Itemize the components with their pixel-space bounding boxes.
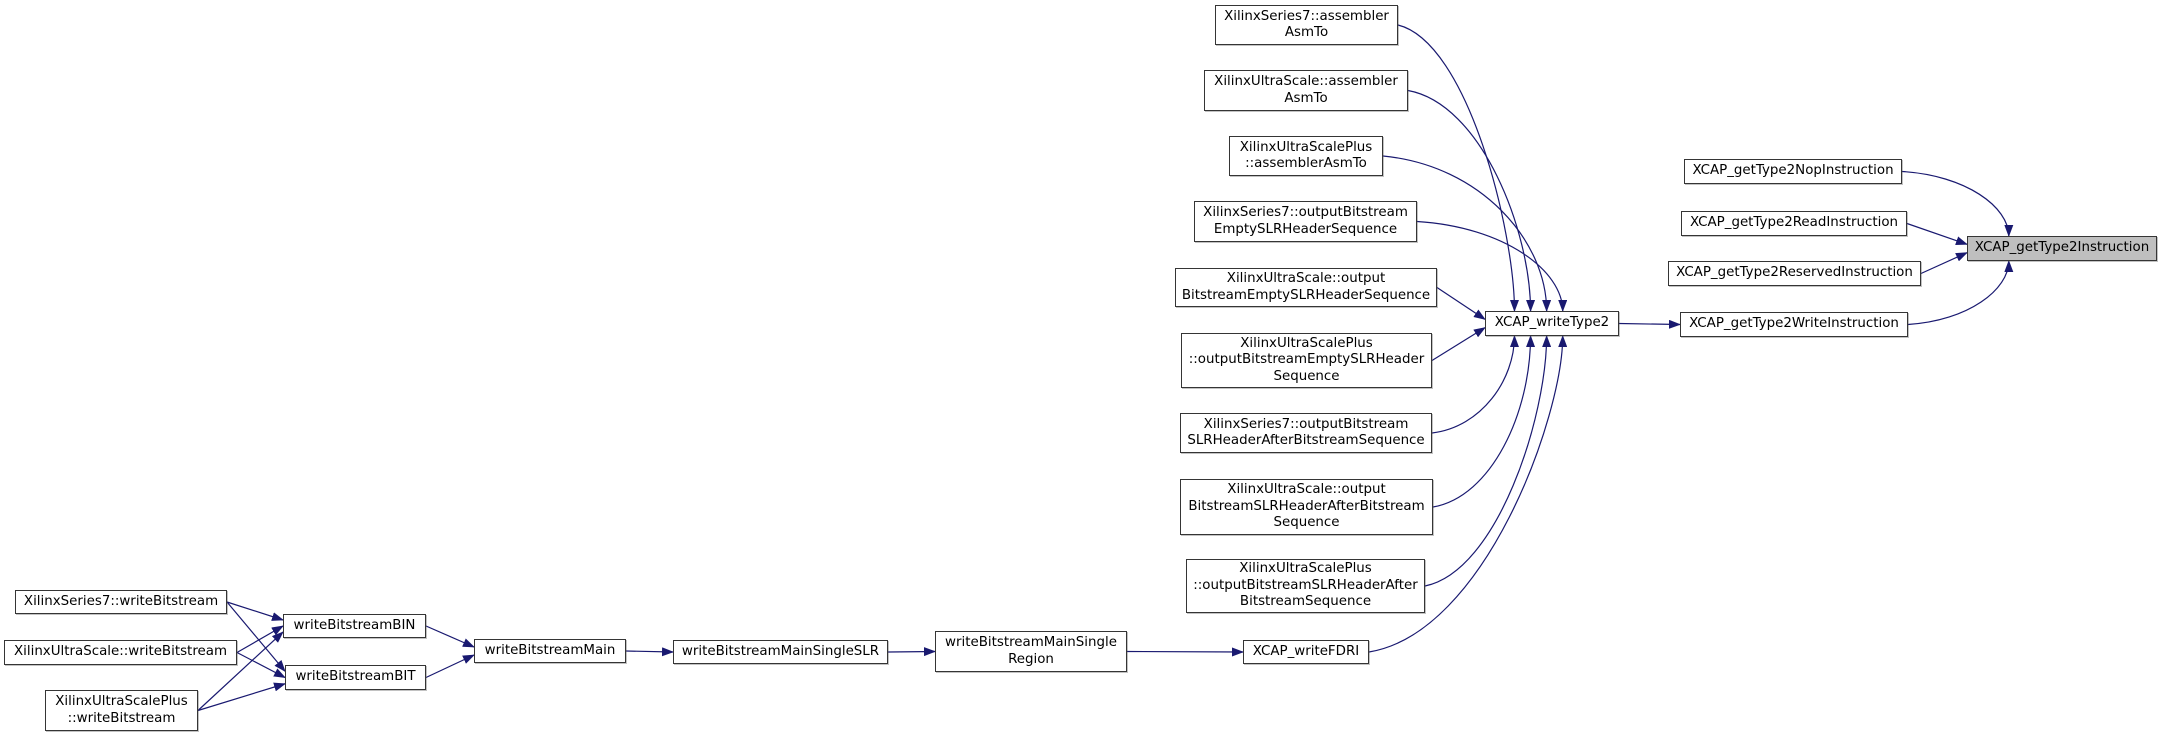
node-label-line: XCAP_getType2ReadInstruction — [1689, 215, 1899, 231]
edge-series7-writeBitstream-to-writeBitstreamBIT — [226, 601, 286, 673]
node-label-line: BitstreamEmptySLRHeaderSequence — [1181, 287, 1431, 303]
node-label-line: EmptySLRHeaderSequence — [1213, 221, 1398, 237]
node-label-line: XCAP_writeFDRI — [1252, 643, 1360, 659]
node-label-line: ::assemblerAsmTo — [1245, 156, 1367, 171]
node-label-line: ::outputBitstreamSLRHeaderAfter — [1193, 577, 1418, 593]
edge-ultrascale-outputBitstreamEmptySLRHeaderSequence-to-XCAP_writeType2 — [1436, 286, 1486, 320]
node-ultrascaleplus-outputBitstreamSLRHeaderAfterBitstreamSequence[interactable]: XilinxUltraScalePlus::outputBitstreamSLR… — [1186, 559, 1425, 613]
edge-ultrascaleplus-assemblerAsmTo-to-XCAP_writeType2 — [1382, 155, 1552, 312]
node-label-line: XilinxSeries7::outputBitstream — [1203, 416, 1409, 432]
node-label-line: AsmTo — [1284, 25, 1329, 40]
edge-ultrascaleplus-writeBitstream-to-writeBitstreamBIN — [197, 631, 284, 711]
node-XCAP_getType2ReservedInstruction[interactable]: XCAP_getType2ReservedInstruction — [1668, 261, 1921, 286]
node-label-line: XilinxUltraScale::output — [1227, 482, 1386, 498]
node-series7-writeBitstream[interactable]: XilinxSeries7::writeBitstream — [15, 590, 227, 614]
node-XCAP_getType2WriteInstruction[interactable]: XCAP_getType2WriteInstruction — [1680, 312, 1908, 337]
edge-writeBitstreamMainSingleRegion-to-XCAP_writeFDRI — [1126, 647, 1244, 657]
node-writeBitstreamBIN[interactable]: writeBitstreamBIN — [283, 614, 426, 638]
node-label-line: XilinxSeries7::writeBitstream — [23, 593, 219, 609]
node-label-line: XilinxSeries7::assembler — [1224, 8, 1389, 24]
edge-ultrascaleplus-outputBitstreamSLRHeaderAfterBitstreamSequence-to-XCAP_writeType2 — [1424, 335, 1552, 587]
node-label-line: XCAP_getType2ReservedInstruction — [1676, 265, 1913, 281]
edge-series7-outputBitstreamEmptySLRHeaderSequence-to-XCAP_writeType2 — [1416, 220, 1568, 312]
node-label-line: XilinxSeries7::outputBitstream — [1203, 205, 1408, 220]
node-label-line: BitstreamSequence — [1239, 594, 1372, 610]
edge-XCAP_writeFDRI-to-XCAP_writeType2 — [1368, 335, 1568, 653]
edge-writeBitstreamBIT-to-writeBitstreamMain — [425, 654, 475, 679]
node-writeBitstreamBIT[interactable]: writeBitstreamBIT — [285, 665, 426, 690]
edge-XCAP_getType2NopInstruction-to-XCAP_getType2Instruction — [1901, 170, 2014, 237]
edge-ultrascale-outputBitstreamSLRHeaderAfterBitstreamSequence-to-XCAP_writeType2 — [1432, 335, 1536, 508]
node-label-line: XilinxUltraScale::assembler — [1214, 74, 1398, 89]
node-label-line: XilinxUltraScalePlus — [1239, 139, 1373, 155]
edge-ultrascale-writeBitstream-to-writeBitstreamBIN — [236, 625, 284, 654]
edge-ultrascaleplus-outputBitstreamEmptySLRHeaderSequence-to-XCAP_writeType2 — [1431, 327, 1486, 362]
node-label-line: XCAP_writeType2 — [1494, 315, 1610, 331]
edge-writeBitstreamBIN-to-writeBitstreamMain — [425, 625, 475, 648]
node-ultrascaleplus-writeBitstream[interactable]: XilinxUltraScalePlus::writeBitstream — [45, 690, 198, 731]
node-ultrascale-writeBitstream[interactable]: XilinxUltraScale::writeBitstream — [4, 640, 237, 665]
edge-ultrascale-assemblerAsmTo-to-XCAP_writeType2 — [1407, 89, 1536, 312]
edge-series7-outputBitstreamSLRHeaderAfterBitstreamSequence-to-XCAP_writeType2 — [1431, 335, 1519, 434]
edge-writeBitstreamMainSingleSLR-to-writeBitstreamMainSingleRegion — [887, 647, 936, 657]
node-label-line: XilinxUltraScalePlus — [1240, 335, 1373, 351]
node-label-line: Sequence — [1273, 515, 1340, 531]
edge-XCAP_getType2WriteInstruction-to-XCAP_getType2Instruction — [1907, 260, 2014, 326]
edge-XCAP_writeType2-to-XCAP_getType2WriteInstruction — [1618, 319, 1681, 329]
node-label-line: Sequence — [1273, 368, 1340, 384]
node-label-line: Region — [1008, 651, 1054, 667]
node-label-line: XCAP_getType2Instruction — [1974, 240, 2150, 256]
edge-ultrascaleplus-writeBitstream-to-writeBitstreamBIT — [197, 682, 286, 712]
node-XCAP_getType2ReadInstruction[interactable]: XCAP_getType2ReadInstruction — [1681, 211, 1907, 236]
node-XCAP_writeType2[interactable]: XCAP_writeType2 — [1485, 311, 1619, 336]
edge-series7-assemblerAsmTo-to-XCAP_writeType2 — [1397, 24, 1519, 312]
node-label-line: writeBitstreamBIN — [293, 617, 416, 633]
node-label-line: ::outputBitstreamEmptySLRHeader — [1188, 352, 1425, 368]
node-label-line: writeBitstreamMainSingleSLR — [681, 643, 880, 659]
node-label-line: writeBitstreamBIT — [295, 669, 416, 685]
node-XCAP_getType2Instruction[interactable]: XCAP_getType2Instruction — [1967, 236, 2157, 261]
edge-ultrascale-writeBitstream-to-writeBitstreamBIT — [236, 651, 286, 679]
node-label-line: writeBitstreamMainSingle — [945, 635, 1117, 650]
node-label-line: XilinxUltraScale::output — [1226, 271, 1386, 286]
edge-series7-writeBitstream-to-writeBitstreamBIN — [226, 601, 284, 621]
node-writeBitstreamMainSingleSLR[interactable]: writeBitstreamMainSingleSLR — [673, 640, 888, 664]
node-label-line: XilinxUltraScalePlus — [1239, 561, 1372, 577]
node-XCAP_getType2NopInstruction[interactable]: XCAP_getType2NopInstruction — [1684, 159, 1902, 184]
edge-writeBitstreamMain-to-writeBitstreamMainSingleSLR — [625, 647, 674, 657]
node-XCAP_writeFDRI[interactable]: XCAP_writeFDRI — [1243, 640, 1369, 664]
node-ultrascaleplus-assemblerAsmTo[interactable]: XilinxUltraScalePlus::assemblerAsmTo — [1229, 136, 1383, 176]
node-ultrascaleplus-outputBitstreamEmptySLRHeaderSequence[interactable]: XilinxUltraScalePlus::outputBitstreamEmp… — [1181, 333, 1432, 388]
node-label-line: XilinxUltraScalePlus — [55, 694, 188, 709]
node-label-line: SLRHeaderAfterBitstreamSequence — [1187, 433, 1425, 448]
edge-XCAP_getType2ReadInstruction-to-XCAP_getType2Instruction — [1906, 222, 1968, 245]
node-label-line: AsmTo — [1284, 90, 1328, 106]
edge-XCAP_getType2ReservedInstruction-to-XCAP_getType2Instruction — [1920, 252, 1968, 275]
node-label-line: BitstreamSLRHeaderAfterBitstream — [1188, 498, 1425, 514]
node-label-line: XCAP_getType2WriteInstruction — [1689, 316, 1899, 332]
node-label-line: XilinxUltraScale::writeBitstream — [13, 644, 228, 660]
node-label-line: ::writeBitstream — [67, 710, 176, 726]
node-label-line: writeBitstreamMain — [484, 642, 616, 658]
node-writeBitstreamMain[interactable]: writeBitstreamMain — [474, 639, 626, 663]
node-label-line: XCAP_getType2NopInstruction — [1692, 163, 1894, 179]
